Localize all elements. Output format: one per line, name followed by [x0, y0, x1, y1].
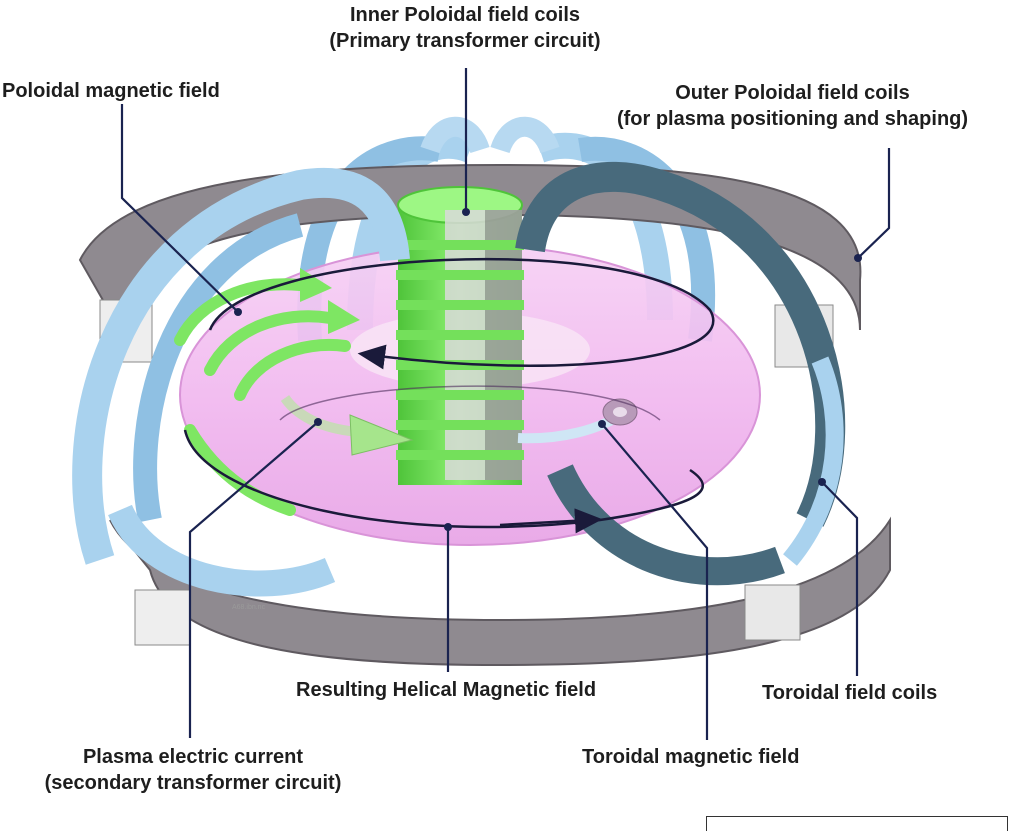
- outer-poloidal-coil-lower: [109, 516, 891, 667]
- label-outer-coils-line2: (for plasma positioning and shaping): [616, 108, 969, 130]
- label-toroidal-field-coils: Toroidal field coils: [762, 682, 938, 704]
- label-outer-coils-line1: Outer Poloidal field coils: [675, 82, 910, 104]
- image-watermark: A68.ibn.nc: [232, 604, 266, 611]
- label-plasma-electric-current: Plasma electric current (secondary trans…: [18, 744, 368, 796]
- label-plasma-current-line2: (secondary transformer circuit): [44, 772, 342, 794]
- label-helical-magnetic-field: Resulting Helical Magnetic field: [296, 679, 597, 701]
- bottom-bracket: [706, 816, 1008, 831]
- label-inner-poloidal-coils: Inner Poloidal field coils (Primary tran…: [290, 2, 640, 54]
- label-toroidal-magnetic-field: Toroidal magnetic field: [582, 746, 800, 768]
- label-inner-coils-line1: Inner Poloidal field coils: [349, 4, 581, 26]
- toroidal-field-arrow: [517, 398, 638, 444]
- front-toroidal-coils: [72, 161, 846, 597]
- leader-lines: [120, 68, 891, 740]
- label-poloidal-magnetic-field: Poloidal magnetic field: [2, 80, 220, 102]
- central-solenoid: [396, 186, 524, 485]
- leader-plasma-current: [188, 421, 319, 738]
- leader-poloidal-field: [120, 104, 239, 313]
- label-outer-poloidal-coils: Outer Poloidal field coils (for plasma p…: [580, 80, 1005, 132]
- label-inner-coils-line2: (Primary transformer circuit): [329, 30, 601, 52]
- label-plasma-current-line1: Plasma electric current: [82, 746, 304, 768]
- leader-outer-coils: [857, 148, 891, 259]
- helical-field-lines: [183, 257, 715, 534]
- leader-toroidal-field: [601, 423, 709, 740]
- leader-toroidal-coils: [821, 481, 859, 676]
